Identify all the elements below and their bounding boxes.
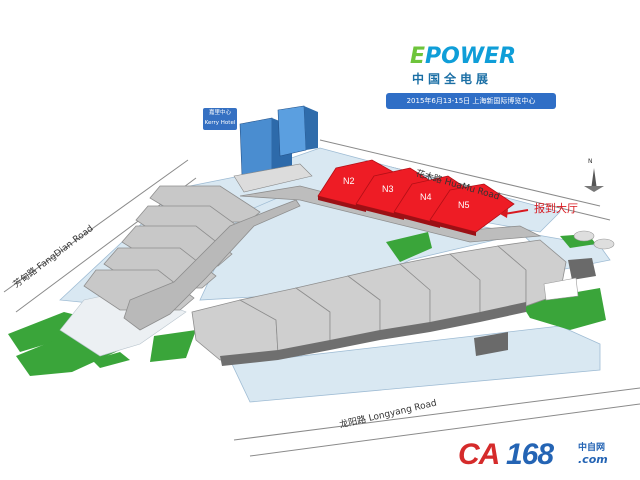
logo-mark: EPOWER	[410, 44, 517, 69]
hall-n3-label: N3	[382, 184, 394, 194]
hall-n5-shape	[429, 183, 515, 233]
compass-icon	[584, 168, 604, 192]
registration-hall-label: 报到大厅	[534, 202, 578, 215]
kerry-hotel-tag: 嘉里中心 Kerry Hotel	[203, 108, 237, 130]
south-annex	[474, 332, 508, 356]
north-halls-side	[318, 196, 476, 236]
north-halls-highlight	[317, 159, 515, 233]
kerry-hotel-towers	[233, 105, 318, 193]
kerry-hotel-en: Kerry Hotel	[204, 120, 236, 126]
roundabout-icons	[573, 230, 615, 250]
hall-n5-label: N5	[458, 200, 470, 210]
hall-n4-label: N4	[420, 192, 432, 202]
parking-block	[543, 277, 579, 301]
central-corridor	[123, 199, 301, 331]
brand-cn: 中自网	[578, 443, 606, 453]
brand-ca: CA	[458, 438, 500, 471]
brand-number: 168	[506, 438, 554, 471]
epower-logo: EPOWER 中国全电展	[398, 44, 516, 88]
report-arrow-icon	[500, 209, 529, 218]
ca168-brand: CA 168 中自网 .com	[458, 438, 628, 472]
event-date-banner: 2015年6月13-15日 上海新国际博览中心	[386, 93, 556, 109]
south-halls-darkfront	[220, 302, 526, 366]
east-annex	[568, 258, 596, 280]
hall-n2-label: N2	[343, 176, 355, 186]
logo-subtitle: 中国全电展	[412, 72, 493, 86]
compass-north-label: N	[588, 158, 593, 165]
kerry-hotel-cn: 嘉里中心	[208, 110, 231, 116]
south-halls	[191, 239, 567, 361]
brand-com: .com	[578, 453, 608, 466]
